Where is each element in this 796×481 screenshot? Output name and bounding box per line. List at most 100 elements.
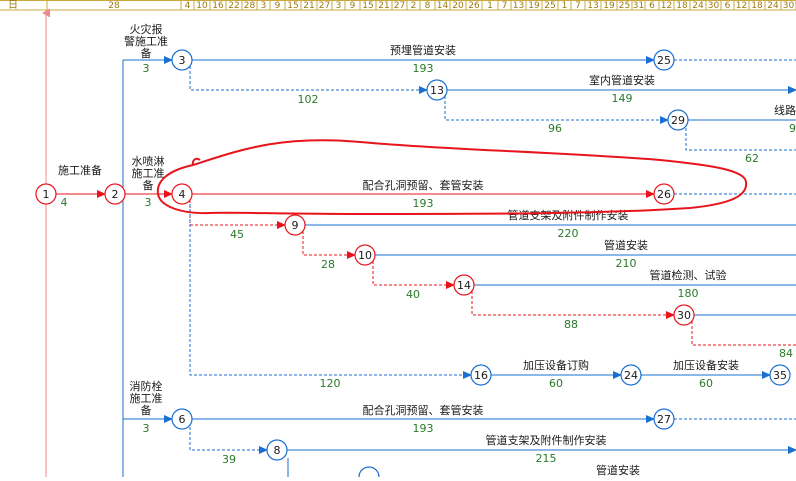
activity-duration: 40 (406, 288, 420, 301)
timescale-cell: 24 (692, 1, 704, 11)
activity-duration: 28 (321, 258, 335, 271)
activity-arrow (372, 261, 455, 289)
timescale-corner-label: 日 (8, 0, 18, 11)
activity-name: 管道检测、试验 (650, 268, 727, 282)
activity-name: 警施工准 (124, 34, 168, 48)
timescale-cell: 22 (228, 1, 239, 11)
activity-name: 消防栓 (130, 379, 163, 393)
event-node-8: 8 (266, 439, 288, 461)
svg-text:30: 30 (677, 309, 691, 322)
activity-duration: 215 (536, 452, 557, 465)
activity-name: 水喷淋 (132, 155, 165, 168)
activity-duration: 3 (143, 62, 150, 75)
activity-duration: 210 (616, 257, 637, 270)
timescale-cell: 20 (452, 1, 464, 11)
event-node-16: 16 (470, 364, 492, 386)
activity-name: 施工准 (130, 392, 163, 405)
event-node-partial (358, 466, 380, 478)
timescale-cell: 3 (261, 1, 267, 11)
event-node-13: 13 (426, 79, 448, 101)
event-node-1: 1 (35, 183, 57, 205)
svg-text:1: 1 (43, 188, 50, 201)
event-node-14: 14 (453, 274, 475, 296)
timescale-cell: 7 (575, 1, 581, 11)
activity-duration: 45 (230, 228, 244, 241)
activity-duration: 62 (745, 152, 759, 165)
svg-text:8: 8 (274, 444, 281, 457)
event-node-4: 4 (171, 183, 193, 205)
timescale-cell: 30 (783, 1, 795, 11)
activity-duration: 220 (558, 227, 579, 240)
activity-name: 备 (141, 403, 152, 417)
timescale-cell: 1 (487, 1, 493, 11)
event-node-6: 6 (171, 408, 193, 430)
activity-name: 线路 (774, 103, 796, 117)
timescale-cell: 15 (287, 1, 298, 11)
timescale-cell: 6 (649, 1, 655, 11)
svg-text:13: 13 (430, 84, 444, 97)
event-node-3: 3 (171, 49, 193, 71)
event-node-35: 35 (769, 364, 791, 386)
activity-name: 施工准备 (58, 163, 102, 177)
svg-text:26: 26 (657, 188, 671, 201)
event-nodes: 1 2 3 4 6 8 9 10 13 14 16 24 25 26 27 29 30 35 (35, 49, 791, 478)
activity-duration: 39 (222, 453, 236, 466)
timescale-cell: 9 (350, 1, 356, 11)
activity-name: 施工准 (132, 167, 165, 180)
timescale-cell: 19 (528, 1, 540, 11)
timescale-cell: 12 (736, 1, 747, 11)
timescale-cell: 25 (619, 1, 630, 11)
timescale-cell: 31 (633, 1, 644, 11)
activity-duration: 88 (564, 318, 578, 331)
activity-duration: 4 (61, 196, 68, 209)
activity-arrow (471, 291, 675, 319)
activity-name: 管道安装 (596, 463, 640, 477)
svg-text:3: 3 (179, 54, 186, 67)
timescale-cell: 25 (544, 1, 555, 11)
timescale-cell: 15 (362, 1, 373, 11)
activity-arrow (685, 128, 796, 151)
timescale-cell: 16 (212, 1, 224, 11)
event-node-9: 9 (284, 214, 306, 236)
activity-name: 加压设备订购 (523, 358, 589, 372)
activity-duration: 3 (145, 196, 152, 209)
event-node-24: 24 (620, 364, 642, 386)
activity-duration: 193 (413, 197, 434, 210)
timescale-cell: 4 (185, 1, 191, 11)
timescale-cell: 12 (661, 1, 672, 11)
timescale-cell: 26 (468, 1, 480, 11)
activity-name: 加压设备安装 (673, 358, 739, 372)
activity-name: 预埋管道安装 (390, 43, 456, 57)
timescale-cell: 18 (751, 1, 763, 11)
timescale-cell: 13 (513, 1, 524, 11)
activity-duration: 84 (779, 347, 793, 360)
timescale-cell: 19 (603, 1, 615, 11)
event-node-29: 29 (667, 109, 689, 131)
hand-drawn-circle-annotation (156, 139, 748, 215)
event-node-10: 10 (354, 244, 376, 266)
timescale-cell: 2 (411, 1, 417, 11)
activity-name: 备 (143, 178, 154, 192)
activity-duration: 60 (699, 377, 713, 390)
activity-arrow (691, 321, 796, 346)
timescale-cell: 13 (587, 1, 598, 11)
svg-text:25: 25 (657, 54, 671, 67)
svg-text:2: 2 (112, 188, 119, 201)
timescale-cell: 21 (378, 1, 389, 11)
activity-duration: 96 (548, 122, 562, 135)
svg-text:16: 16 (474, 369, 488, 382)
svg-text:14: 14 (457, 279, 471, 292)
activity-duration: 60 (549, 377, 563, 390)
timescale-cell: 18 (676, 1, 688, 11)
activity-name: 配合孔洞预留、套管安装 (363, 178, 484, 192)
timescale-cell: 28 (108, 1, 120, 11)
svg-text:27: 27 (657, 413, 671, 426)
timescale-cell: 28 (244, 1, 256, 11)
svg-text:35: 35 (773, 369, 787, 382)
svg-text:24: 24 (624, 369, 638, 382)
activity-labels: 施工准备4火灾报警施工准备3水喷淋施工准备3消防栓施工准备3预埋管道安装1931… (58, 22, 796, 477)
timescale-cell: 8 (425, 1, 431, 11)
